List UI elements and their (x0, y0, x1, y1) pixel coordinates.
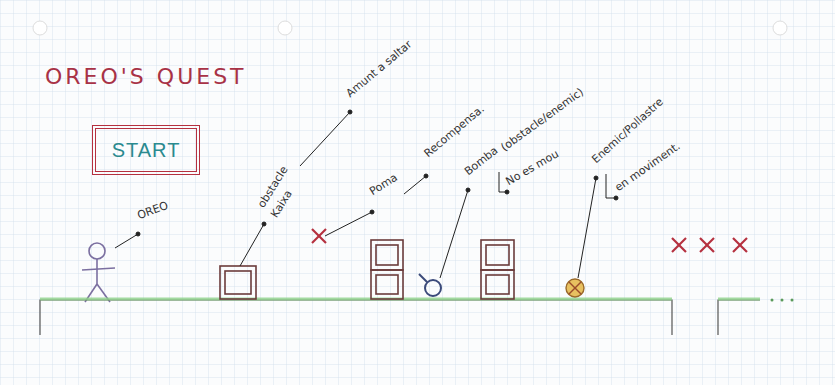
leader-lines (115, 110, 618, 278)
box-obstacle (220, 266, 256, 299)
box-stack (371, 240, 403, 299)
button-label: START (112, 139, 181, 162)
oreo-figure (82, 243, 115, 302)
start-button: START (92, 125, 200, 175)
enemy-symbol (566, 279, 584, 297)
apple-mark (312, 229, 326, 243)
apple-marks (672, 238, 747, 252)
punch-holes (33, 21, 787, 35)
box-stack (481, 240, 514, 299)
ground (40, 299, 794, 336)
game-title: OREO'S QUEST (45, 64, 247, 89)
bomb-symbol (419, 274, 441, 296)
